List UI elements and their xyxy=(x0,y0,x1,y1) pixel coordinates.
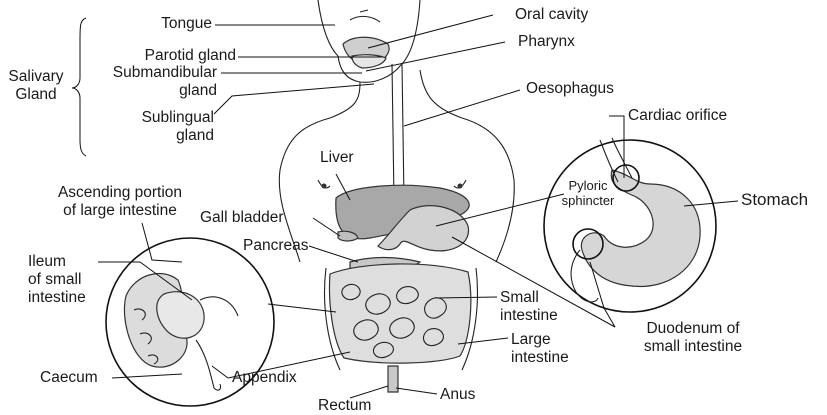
label-ileum-line1: Ileum xyxy=(28,253,86,271)
label-small-intestine-line2: intestine xyxy=(500,307,558,325)
label-submandibular-line2: gland xyxy=(60,82,217,100)
label-duodenum-line2: small intestine xyxy=(616,338,770,356)
label-pancreas: Pancreas xyxy=(243,237,308,255)
label-tongue: Tongue xyxy=(120,15,212,33)
label-liver: Liver xyxy=(320,149,354,167)
label-ascending-portion: Ascending portion of large intestine xyxy=(30,184,210,220)
stomach-magnified-view xyxy=(544,138,716,312)
label-sublingual-line1: Sublingual xyxy=(90,109,214,127)
label-pyloric-line1: Pyloric xyxy=(556,178,620,193)
oesophagus-tube xyxy=(392,64,404,200)
label-caecum: Caecum xyxy=(40,369,98,387)
label-salivary-line2: Gland xyxy=(0,86,72,104)
label-gall-bladder: Gall bladder xyxy=(200,209,284,227)
label-salivary-line1: Salivary xyxy=(0,68,72,86)
label-ileum-line2: of small xyxy=(28,271,86,289)
label-submandibular-gland: Submandibular gland xyxy=(60,64,217,100)
label-ascending-line1: Ascending portion xyxy=(30,184,210,202)
label-anus: Anus xyxy=(440,386,475,404)
label-sublingual-line2: gland xyxy=(90,127,214,145)
label-small-intestine-line1: Small xyxy=(500,289,558,307)
label-parotid-gland: Parotid gland xyxy=(80,47,236,65)
label-oesophagus: Oesophagus xyxy=(526,80,614,98)
label-rectum: Rectum xyxy=(318,397,371,415)
label-stomach: Stomach xyxy=(741,191,808,209)
label-cardiac-orifice: Cardiac orifice xyxy=(628,107,727,125)
label-oral-cavity: Oral cavity xyxy=(515,6,588,24)
label-appendix: Appendix xyxy=(232,369,297,387)
label-sublingual-gland: Sublingual gland xyxy=(90,109,214,145)
label-ascending-line2: of large intestine xyxy=(30,202,210,220)
label-large-intestine: Large intestine xyxy=(511,331,569,367)
label-ileum-line3: intestine xyxy=(28,289,86,307)
label-pyloric-line2: sphincter xyxy=(556,193,620,208)
label-salivary-gland: Salivary Gland xyxy=(0,68,72,104)
label-duodenum-line1: Duodenum of xyxy=(616,320,770,338)
label-duodenum: Duodenum of small intestine xyxy=(616,320,770,356)
label-large-intestine-line2: intestine xyxy=(511,349,569,367)
label-small-intestine: Small intestine xyxy=(500,289,558,325)
label-pyloric-sphincter: Pyloric sphincter xyxy=(556,178,620,208)
intestines xyxy=(330,264,471,392)
upper-abdomen-organs xyxy=(336,185,469,269)
label-pharynx: Pharynx xyxy=(518,33,575,51)
label-ileum: Ileum of small intestine xyxy=(28,253,86,307)
label-large-intestine-line1: Large xyxy=(511,331,569,349)
label-submandibular-line1: Submandibular xyxy=(60,64,217,82)
